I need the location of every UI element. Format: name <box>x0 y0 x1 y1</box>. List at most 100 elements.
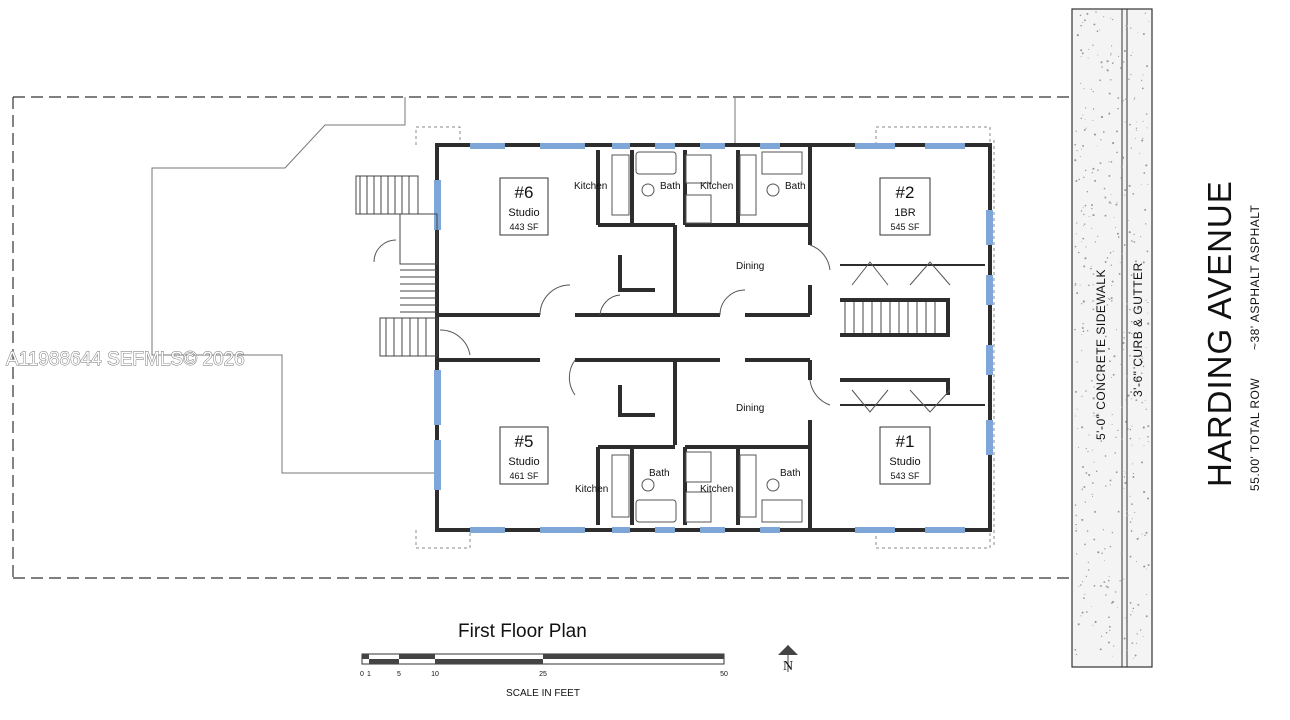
sidewalk-speckle <box>1109 484 1111 486</box>
sidewalk-speckle <box>1076 292 1079 295</box>
sidewalk-speckle <box>1134 511 1136 513</box>
sidewalk-speckle <box>1119 580 1121 582</box>
sidewalk-speckle <box>1134 260 1137 263</box>
sidewalk-speckle <box>1110 161 1113 163</box>
sidewalk-speckle <box>1142 635 1144 637</box>
sidewalk-speckle <box>1141 139 1144 142</box>
sidewalk-speckle <box>1082 144 1085 147</box>
unit-1-label: #1 Studio 543 SF <box>879 426 931 485</box>
sidewalk-speckle <box>1085 611 1088 613</box>
sidewalk-speckle <box>1082 466 1085 468</box>
kitchen-label-1: Kitchen <box>700 484 733 495</box>
sidewalk-speckle <box>1130 27 1132 29</box>
sidewalk-speckle <box>1084 204 1087 207</box>
sidewalk-speckle <box>1093 415 1095 417</box>
sidewalk-speckle <box>1128 220 1130 222</box>
sidewalk-speckle <box>1091 606 1092 607</box>
sidewalk-speckle <box>1137 31 1139 33</box>
sidewalk-speckle <box>1110 297 1113 300</box>
asphalt-label: ~38' ASPHALT ASPHALT <box>1248 204 1262 350</box>
sidewalk-speckle <box>1091 227 1093 229</box>
scale-tick-10: 10 <box>431 671 439 678</box>
sidewalk-speckle <box>1095 470 1098 473</box>
sidewalk-speckle <box>1140 183 1142 185</box>
sidewalk-speckle <box>1092 167 1095 170</box>
sidewalk-speckle <box>1144 208 1147 211</box>
sidewalk-speckle <box>1088 473 1091 477</box>
svg-text:443 SF: 443 SF <box>509 222 539 232</box>
sidewalk-speckle <box>1090 379 1093 382</box>
sidewalk-speckle <box>1108 625 1111 628</box>
sidewalk-speckle <box>1116 232 1119 235</box>
sidewalk-speckle <box>1126 376 1128 378</box>
sidewalk-speckle <box>1141 355 1143 357</box>
sidewalk-speckle <box>1075 523 1077 526</box>
sidewalk-speckle <box>1122 100 1124 102</box>
sidewalk-speckle <box>1080 148 1082 150</box>
sidewalk-speckle <box>1133 241 1136 243</box>
dining-label-bottom: Dining <box>736 403 764 414</box>
sidewalk-speckle <box>1130 391 1133 393</box>
curb-label: 3'-6" CURB & GUTTER <box>1131 262 1145 397</box>
sidewalk-speckle <box>1141 357 1143 359</box>
sidewalk-speckle <box>1123 49 1126 53</box>
sidewalk-speckle <box>1128 78 1130 81</box>
sidewalk-speckle <box>1128 231 1131 234</box>
property-line <box>12 96 1072 579</box>
sidewalk-speckle <box>1117 510 1120 513</box>
sidewalk-speckle <box>1107 641 1110 644</box>
sidewalk-speckle <box>1100 635 1103 637</box>
sidewalk-speckle <box>1096 30 1099 33</box>
sidewalk-speckle <box>1085 127 1087 129</box>
svg-text:461 SF: 461 SF <box>509 471 539 481</box>
sidewalk-speckle <box>1117 429 1119 432</box>
sidewalk-speckle <box>1095 11 1097 13</box>
sidewalk-speckle <box>1111 300 1113 302</box>
sidewalk-speckle <box>1075 180 1078 182</box>
sidewalk-speckle <box>1107 579 1110 582</box>
sidewalk-speckle <box>1145 531 1148 534</box>
sidewalk-speckle <box>1100 115 1104 119</box>
scale-tick-5: 5 <box>397 671 401 678</box>
sidewalk-speckle <box>1100 351 1102 353</box>
sidewalk-speckle <box>1124 189 1127 191</box>
sidewalk-speckle <box>1105 485 1107 487</box>
sidewalk-speckle <box>1090 267 1092 270</box>
sidewalk-speckle <box>1124 481 1127 485</box>
sidewalk-speckle <box>1144 223 1147 225</box>
row-label: 55.00' TOTAL ROW <box>1248 378 1262 491</box>
svg-text:543 SF: 543 SF <box>890 471 920 481</box>
sidewalk-speckle <box>1094 510 1096 513</box>
svg-text:1BR: 1BR <box>894 207 915 219</box>
sidewalk-speckle <box>1111 284 1113 287</box>
sidewalk-speckle <box>1075 233 1077 235</box>
sidewalk-speckle <box>1106 69 1109 72</box>
scale-tick-1: 1 <box>367 671 371 678</box>
sidewalk-speckle <box>1122 623 1124 625</box>
sidewalk-speckle <box>1129 521 1132 523</box>
sidewalk-speckle <box>1145 299 1147 301</box>
sidewalk-speckle <box>1108 92 1111 95</box>
sidewalk-speckle <box>1147 312 1149 314</box>
sidewalk-speckle <box>1081 488 1083 490</box>
sidewalk-speckle <box>1088 569 1090 571</box>
sidewalk-speckle <box>1108 575 1110 577</box>
sidewalk-speckle <box>1127 428 1129 430</box>
scale-tick-25: 25 <box>539 671 547 678</box>
sidewalk-speckle <box>1144 12 1146 14</box>
sidewalk-speckle <box>1115 471 1118 474</box>
sidewalk-speckle <box>1096 145 1098 147</box>
sidewalk-speckle <box>1097 169 1099 171</box>
sidewalk-speckle <box>1109 629 1111 632</box>
sidewalk-speckle <box>1092 397 1095 400</box>
sidewalk-speckle <box>1081 518 1084 521</box>
sidewalk-speckle <box>1112 250 1114 252</box>
sidewalk-speckle <box>1081 303 1083 305</box>
sidewalk-speckle <box>1123 337 1125 339</box>
sidewalk-speckle <box>1076 553 1078 555</box>
scale-tick-50: 50 <box>720 671 728 678</box>
sidewalk-speckle <box>1106 586 1109 589</box>
sidewalk-speckle <box>1129 602 1132 604</box>
sidewalk-speckle <box>1104 548 1106 550</box>
